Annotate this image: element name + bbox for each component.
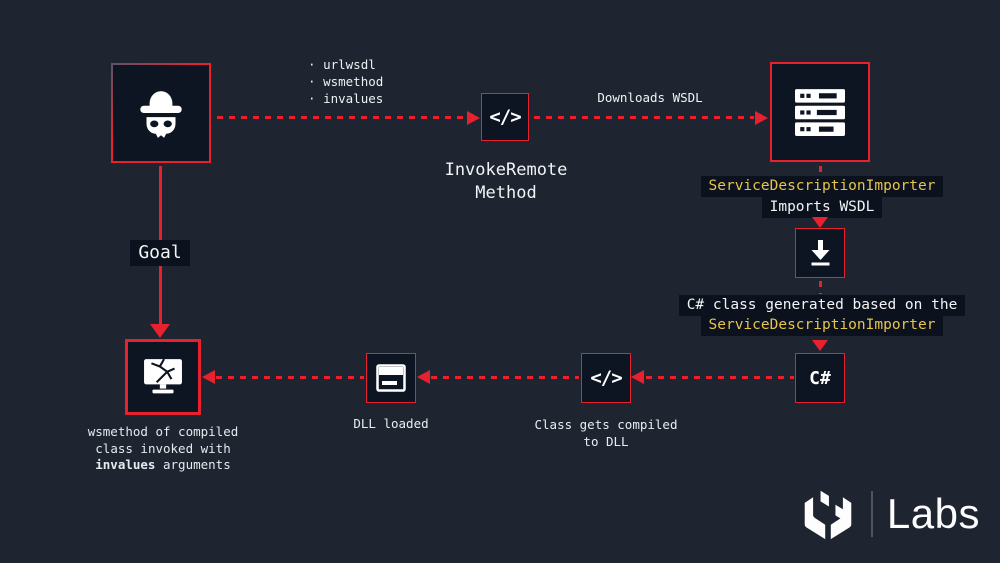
arrowhead-down-icon — [812, 340, 828, 351]
arrowhead-down-icon — [812, 217, 828, 228]
arrowhead-right-icon — [755, 111, 768, 125]
bullet: · — [308, 74, 316, 89]
params-list: · urlwsdl · wsmethod · invalues — [308, 56, 383, 107]
code-icon: </> — [590, 367, 622, 389]
server-node — [770, 62, 870, 162]
download-icon — [811, 240, 829, 266]
bullet: · — [308, 57, 316, 72]
importer-label-wrap: ServiceDescriptionImporter — [682, 176, 962, 198]
invoke-label: InvokeRemote Method — [444, 160, 568, 203]
param-item: · wsmethod — [308, 74, 384, 89]
goal-label-wrap: Goal — [110, 240, 210, 266]
download-node — [795, 228, 845, 278]
arrow-csharp-compile — [646, 376, 794, 379]
generated-label-line1-wrap: C# class generated based on the — [660, 295, 984, 317]
crash-node — [125, 339, 201, 415]
generated-label-line2: ServiceDescriptionImporter — [700, 315, 944, 337]
goal-label: Goal — [130, 240, 190, 266]
dll-node — [366, 353, 416, 403]
param-item: · urlwsdl — [308, 57, 376, 72]
dll-label: DLL loaded — [353, 416, 429, 431]
arrow-dll-crash — [216, 376, 364, 379]
hacker-icon — [140, 91, 182, 138]
arrowhead-left-icon — [202, 370, 215, 384]
generated-label-line1: C# class generated based on the — [678, 295, 966, 317]
code-icon: </> — [489, 106, 521, 128]
csharp-label: C# — [809, 367, 831, 389]
imports-wsdl-label: Imports WSDL — [761, 197, 883, 219]
downloads-wsdl-label: Downloads WSDL — [597, 90, 703, 105]
arrow-compile-dll — [431, 376, 579, 379]
csharp-node: C# — [795, 353, 845, 403]
arrowhead-left-icon — [417, 370, 430, 384]
huntress-labs-logo: Labs — [799, 487, 980, 541]
bullet: · — [308, 91, 316, 106]
arrow-download-csharp — [819, 281, 822, 294]
arrow-invoke-server — [534, 116, 754, 119]
huntress-mark-icon — [804, 490, 852, 540]
imports-wsdl-wrap: Imports WSDL — [682, 197, 962, 219]
generated-label-line2-wrap: ServiceDescriptionImporter — [682, 315, 962, 337]
importer-label: ServiceDescriptionImporter — [700, 176, 944, 198]
crash-label: wsmethod of compiled class invoked with … — [87, 424, 239, 472]
goal-arrowhead-icon — [150, 324, 170, 338]
arrow-attacker-invoke — [217, 116, 467, 119]
compile-node: </> — [581, 353, 631, 403]
dll-icon — [376, 364, 406, 392]
attacker-node — [111, 63, 211, 163]
compile-label: Class gets compiled to DLL — [534, 417, 678, 449]
param-item: · invalues — [308, 91, 384, 106]
broken-monitor-icon — [144, 359, 182, 394]
arrowhead-left-icon — [631, 370, 644, 384]
server-icon — [795, 88, 845, 136]
logo-divider — [870, 491, 873, 537]
logo-labs-label: Labs — [886, 490, 980, 537]
arrowhead-right-icon — [467, 111, 480, 125]
invoke-node: </> — [481, 93, 529, 141]
arrow-server-download — [819, 166, 822, 177]
